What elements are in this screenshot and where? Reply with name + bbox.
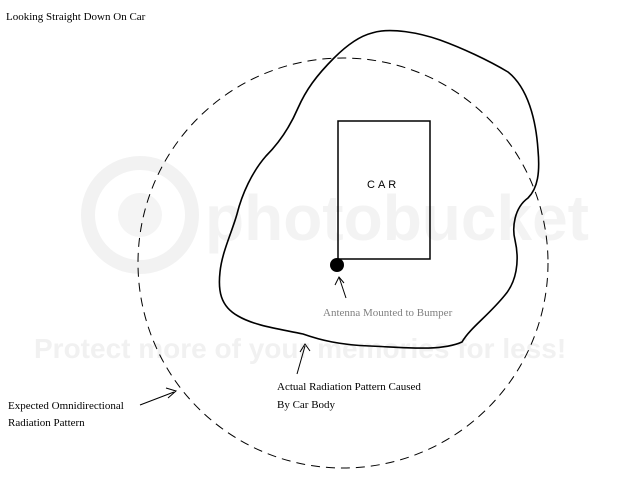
actual-pattern-arrow-icon (296, 343, 311, 375)
antenna-label: Antenna Mounted to Bumper (323, 307, 453, 319)
actual-pattern-label-line2: By Car Body (277, 399, 336, 411)
watermark-tagline: Protect more of your memories for less! (34, 333, 566, 364)
expected-pattern-arrow-icon (139, 387, 178, 406)
actual-pattern-outline (218, 29, 540, 349)
diagram-title: Looking Straight Down On Car (6, 11, 146, 23)
expected-pattern-label-line2: Radiation Pattern (8, 417, 85, 429)
antenna-arrow-icon (334, 276, 347, 299)
car-body (337, 120, 431, 260)
photobucket-logo-icon (81, 156, 199, 274)
photobucket-watermark: photobucket Protect more of your memorie… (34, 156, 589, 364)
actual-pattern-label-line1: Actual Radiation Pattern Caused (277, 381, 421, 393)
antenna-dot (330, 258, 344, 272)
watermark-logo-text: photobucket (205, 182, 589, 254)
expected-pattern-circle (137, 57, 549, 469)
expected-pattern-label-line1: Expected Omnidirectional (8, 400, 124, 412)
car-label: CAR (367, 179, 399, 191)
